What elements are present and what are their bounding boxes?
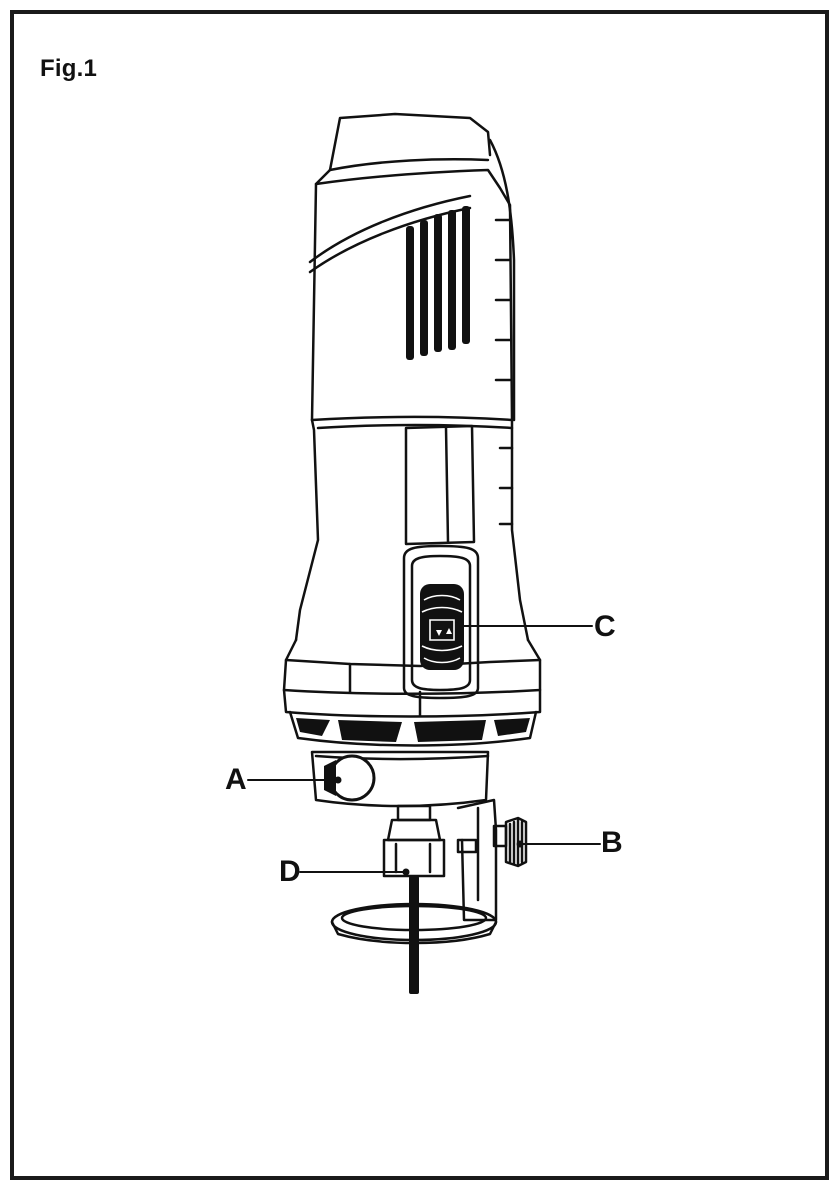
callout-d: D — [279, 857, 301, 887]
callout-b: B — [601, 828, 623, 858]
collet — [384, 806, 444, 876]
base-arm — [458, 800, 496, 920]
vent-slot — [420, 220, 428, 356]
vent-slot — [462, 206, 470, 344]
callout-c: C — [594, 612, 616, 642]
vent-slot — [434, 214, 442, 352]
vent-slot — [406, 226, 414, 360]
callout-a: A — [225, 765, 247, 795]
vent-slot — [448, 210, 456, 350]
motor-top-cap — [330, 114, 490, 170]
knob-b — [458, 818, 526, 866]
router-bit — [409, 876, 419, 994]
